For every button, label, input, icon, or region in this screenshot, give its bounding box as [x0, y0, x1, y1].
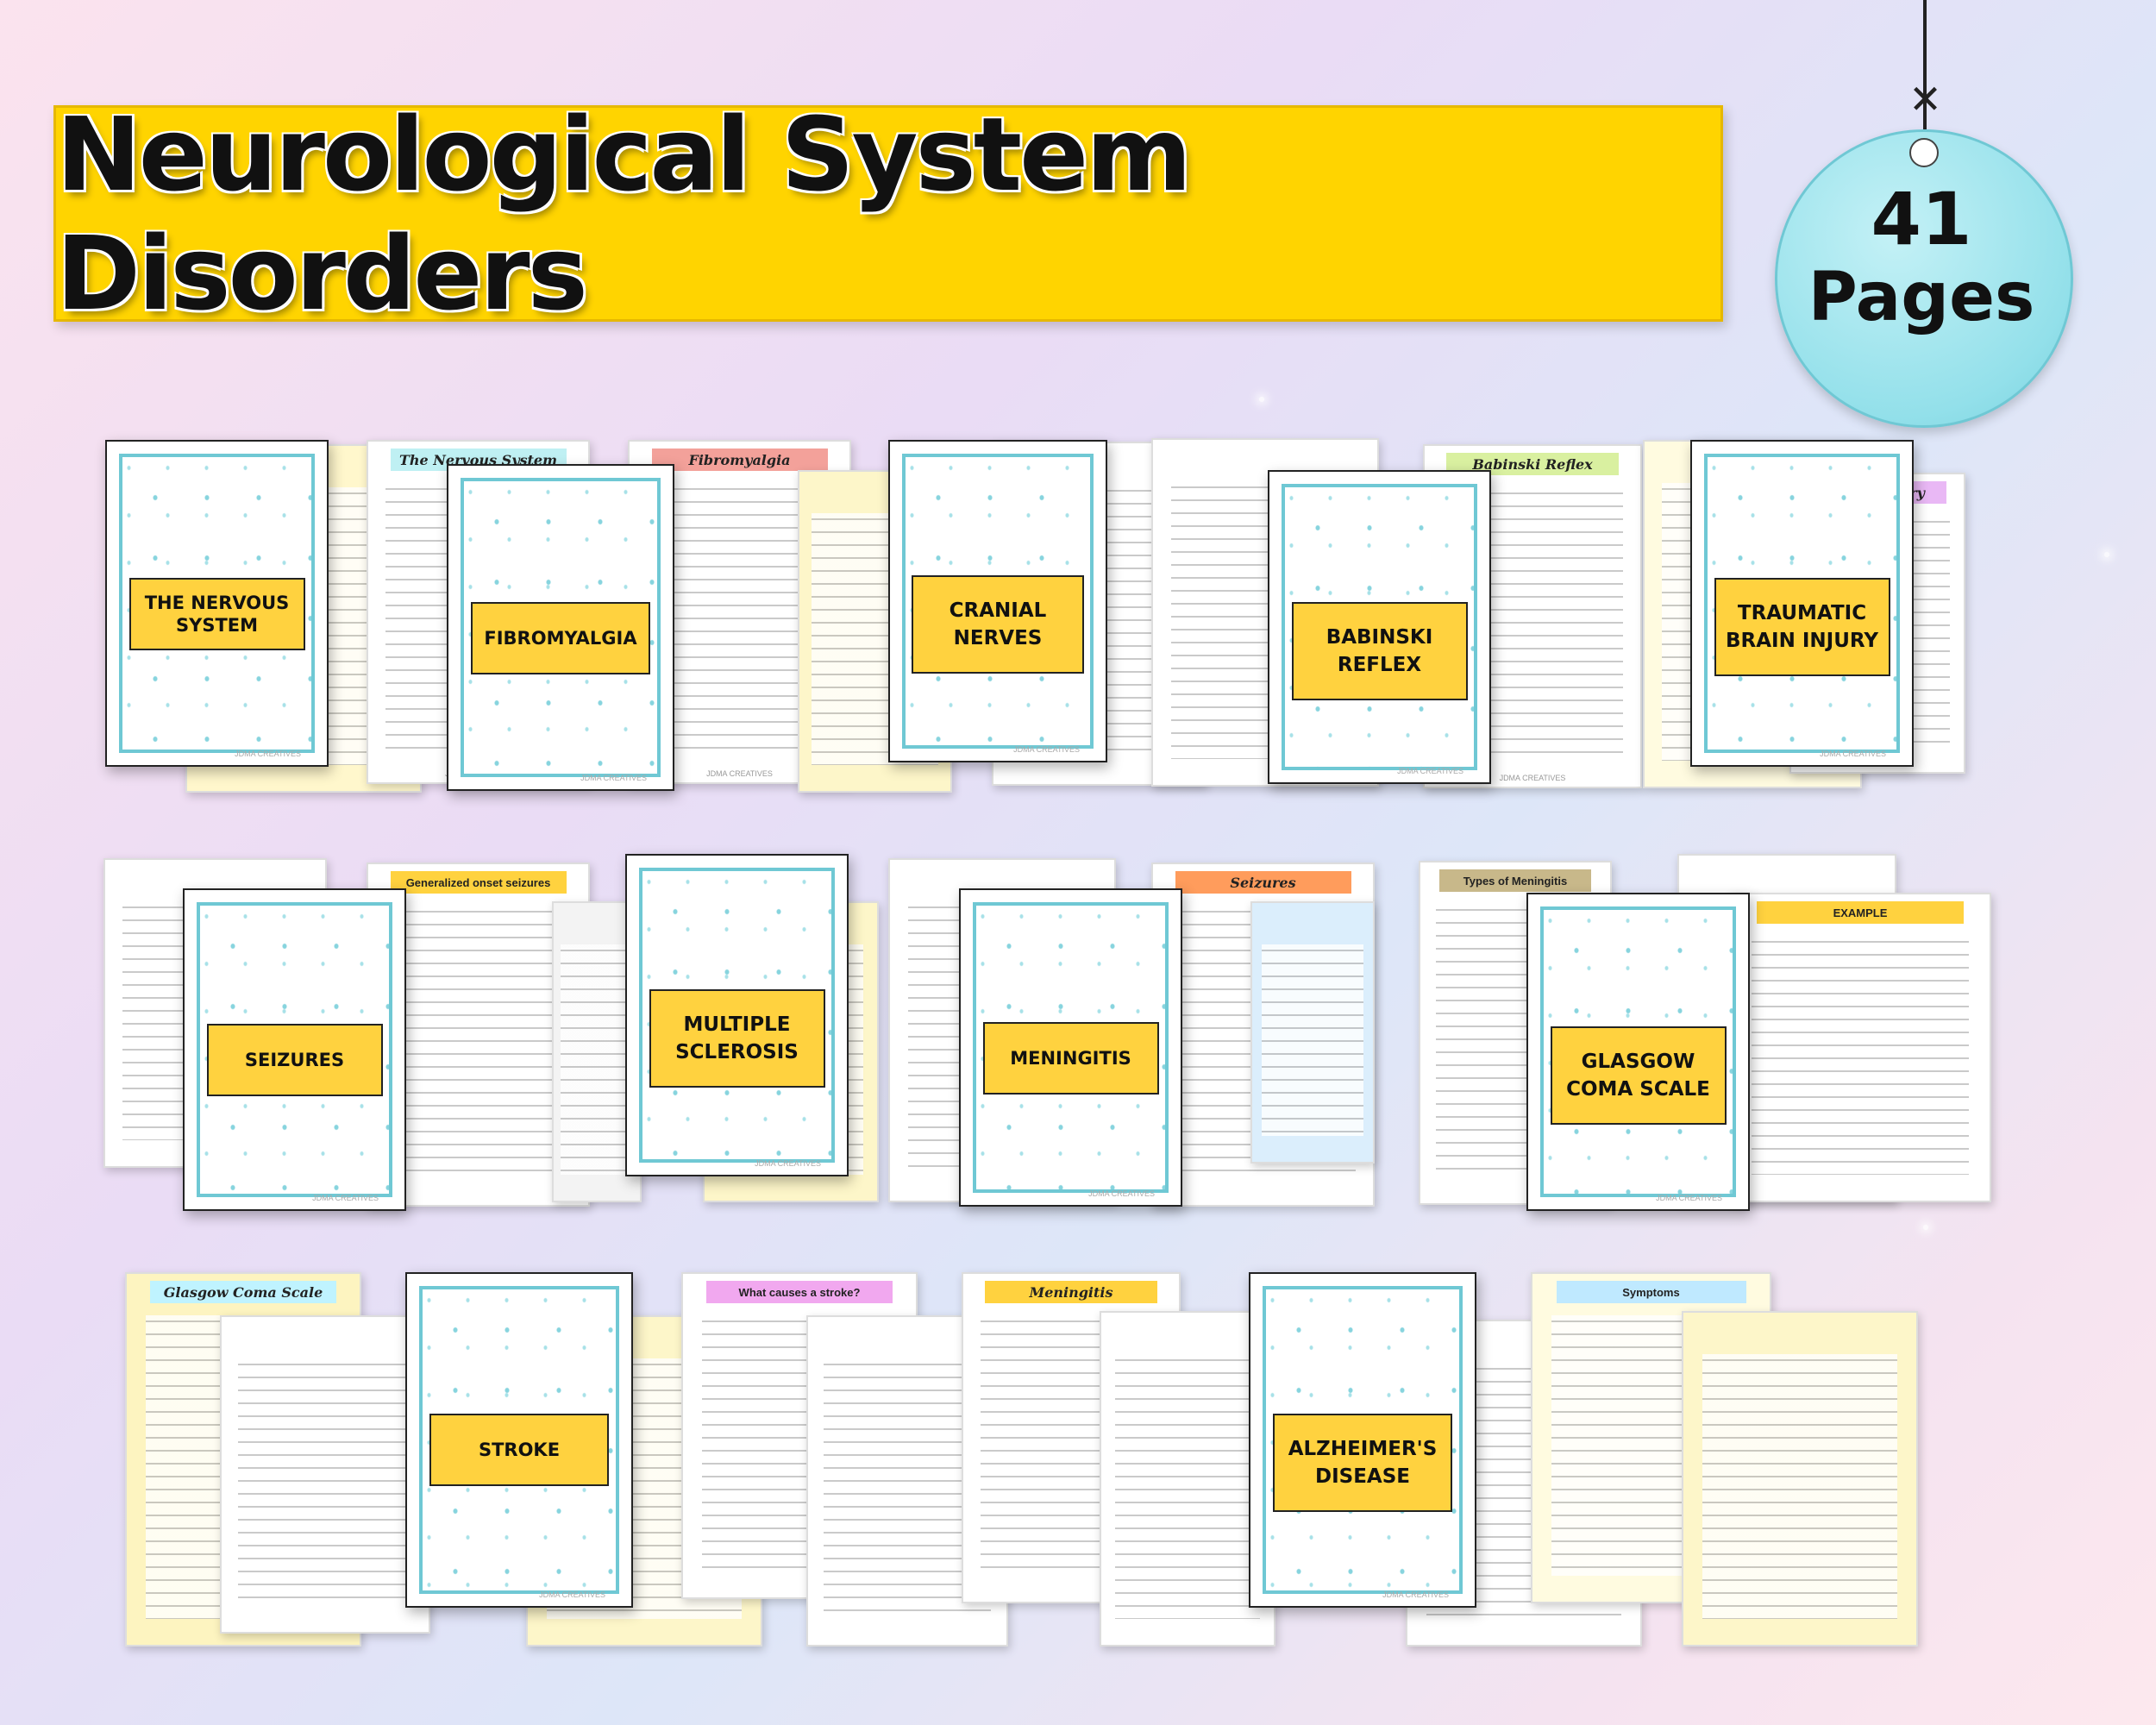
preview-page: [1682, 1311, 1918, 1647]
preview-page: [1250, 901, 1375, 1164]
cover-multiple-sclerosis: MULTIPLE SCLEROSIS JDMA CREATIVES: [625, 854, 849, 1176]
cover-footer: JDMA CREATIVES: [1382, 1590, 1449, 1599]
cover-traumatic-brain-injury: TRAUMATIC BRAIN INJURY JDMA CREATIVES: [1690, 440, 1914, 767]
sparkle: [1259, 397, 1264, 402]
page-heading: Symptoms: [1556, 1281, 1746, 1303]
cover-glasgow-coma-scale: GLASGOW COMA SCALE JDMA CREATIVES: [1526, 893, 1750, 1211]
page-count-badge: [1775, 129, 2073, 428]
page-heading: Types of Meningitis: [1439, 869, 1591, 892]
cover-fibromyalgia: FIBROMYALGIA JDMA CREATIVES: [447, 464, 674, 791]
page-count-number: 41: [1871, 177, 1972, 261]
cover-babinski-reflex: BABINSKI REFLEX JDMA CREATIVES: [1268, 470, 1491, 784]
page-heading: EXAMPLE: [1757, 901, 1964, 924]
tag-string: [1923, 0, 1927, 129]
cover-meningitis: MENINGITIS JDMA CREATIVES: [959, 888, 1182, 1207]
page-title: Neurological System Disorders: [56, 94, 1192, 333]
cover-footer: JDMA CREATIVES: [1397, 767, 1463, 775]
text-lines: [561, 944, 633, 1175]
cover-title: GLASGOW COMA SCALE: [1550, 1026, 1727, 1126]
page-heading: Glasgow Coma Scale: [150, 1281, 336, 1303]
cover-footer: JDMA CREATIVES: [755, 1159, 821, 1168]
cover-stroke: STROKE JDMA CREATIVES: [405, 1272, 633, 1608]
cover-title: FIBROMYALGIA: [471, 601, 650, 674]
preview-page: EXAMPLE: [1729, 893, 1991, 1202]
cover-title: TRAUMATIC BRAIN INJURY: [1714, 577, 1890, 676]
page-heading: Generalized onset seizures: [390, 871, 567, 894]
cover-seizures: SEIZURES JDMA CREATIVES: [183, 888, 406, 1211]
text-lines: [1262, 944, 1363, 1136]
page-heading: What causes a stroke?: [706, 1281, 893, 1303]
cover-cranial-nerves: CRANIAL NERVES JDMA CREATIVES: [888, 440, 1107, 762]
cover-footer: JDMA CREATIVES: [1820, 750, 1886, 758]
preview-page: [220, 1315, 430, 1634]
page-footer: JDMA CREATIVES: [706, 769, 773, 778]
text-lines: [1702, 1354, 1898, 1619]
page-heading: Fibromyalgia: [651, 448, 828, 471]
preview-page: [1100, 1311, 1275, 1647]
cover-title: THE NERVOUS SYSTEM: [128, 577, 305, 650]
cover-footer: JDMA CREATIVES: [580, 774, 647, 782]
cover-footer: JDMA CREATIVES: [1088, 1189, 1155, 1198]
bow-icon: ✕: [1908, 77, 1942, 122]
page-heading: Seizures: [1175, 871, 1351, 894]
title-banner: Neurological System Disorders: [53, 94, 1723, 333]
text-lines: [385, 906, 571, 1179]
cover-title: SEIZURES: [206, 1024, 383, 1097]
cover-title: MENINGITIS: [982, 1022, 1159, 1095]
text-lines: [1115, 1354, 1260, 1619]
cover-alzheimers-disease: ALZHEIMER'S DISEASE JDMA CREATIVES: [1249, 1272, 1476, 1608]
page-count-label: Pages: [1808, 259, 2035, 336]
sparkle: [1923, 1225, 1928, 1230]
cover-title: MULTIPLE SCLEROSIS: [649, 989, 825, 1088]
cover-footer: JDMA CREATIVES: [1656, 1194, 1722, 1202]
sparkle: [2104, 552, 2109, 557]
page-footer: JDMA CREATIVES: [1499, 774, 1566, 782]
cover-footer: JDMA CREATIVES: [1013, 745, 1080, 754]
cover-nervous-system: THE NERVOUS SYSTEM JDMA CREATIVES: [105, 440, 329, 767]
cover-footer: JDMA CREATIVES: [539, 1590, 605, 1599]
cover-footer: JDMA CREATIVES: [312, 1194, 379, 1202]
cover-title: BABINSKI REFLEX: [1291, 602, 1468, 701]
text-lines: [238, 1358, 412, 1606]
cover-footer: JDMA CREATIVES: [235, 750, 301, 758]
page-heading: Meningitis: [985, 1281, 1157, 1303]
text-lines: [1752, 936, 1969, 1175]
cover-title: CRANIAL NERVES: [912, 575, 1084, 674]
cover-title: STROKE: [429, 1413, 609, 1486]
cover-title: ALZHEIMER'S DISEASE: [1273, 1413, 1452, 1512]
tag-hole: [1909, 138, 1939, 167]
